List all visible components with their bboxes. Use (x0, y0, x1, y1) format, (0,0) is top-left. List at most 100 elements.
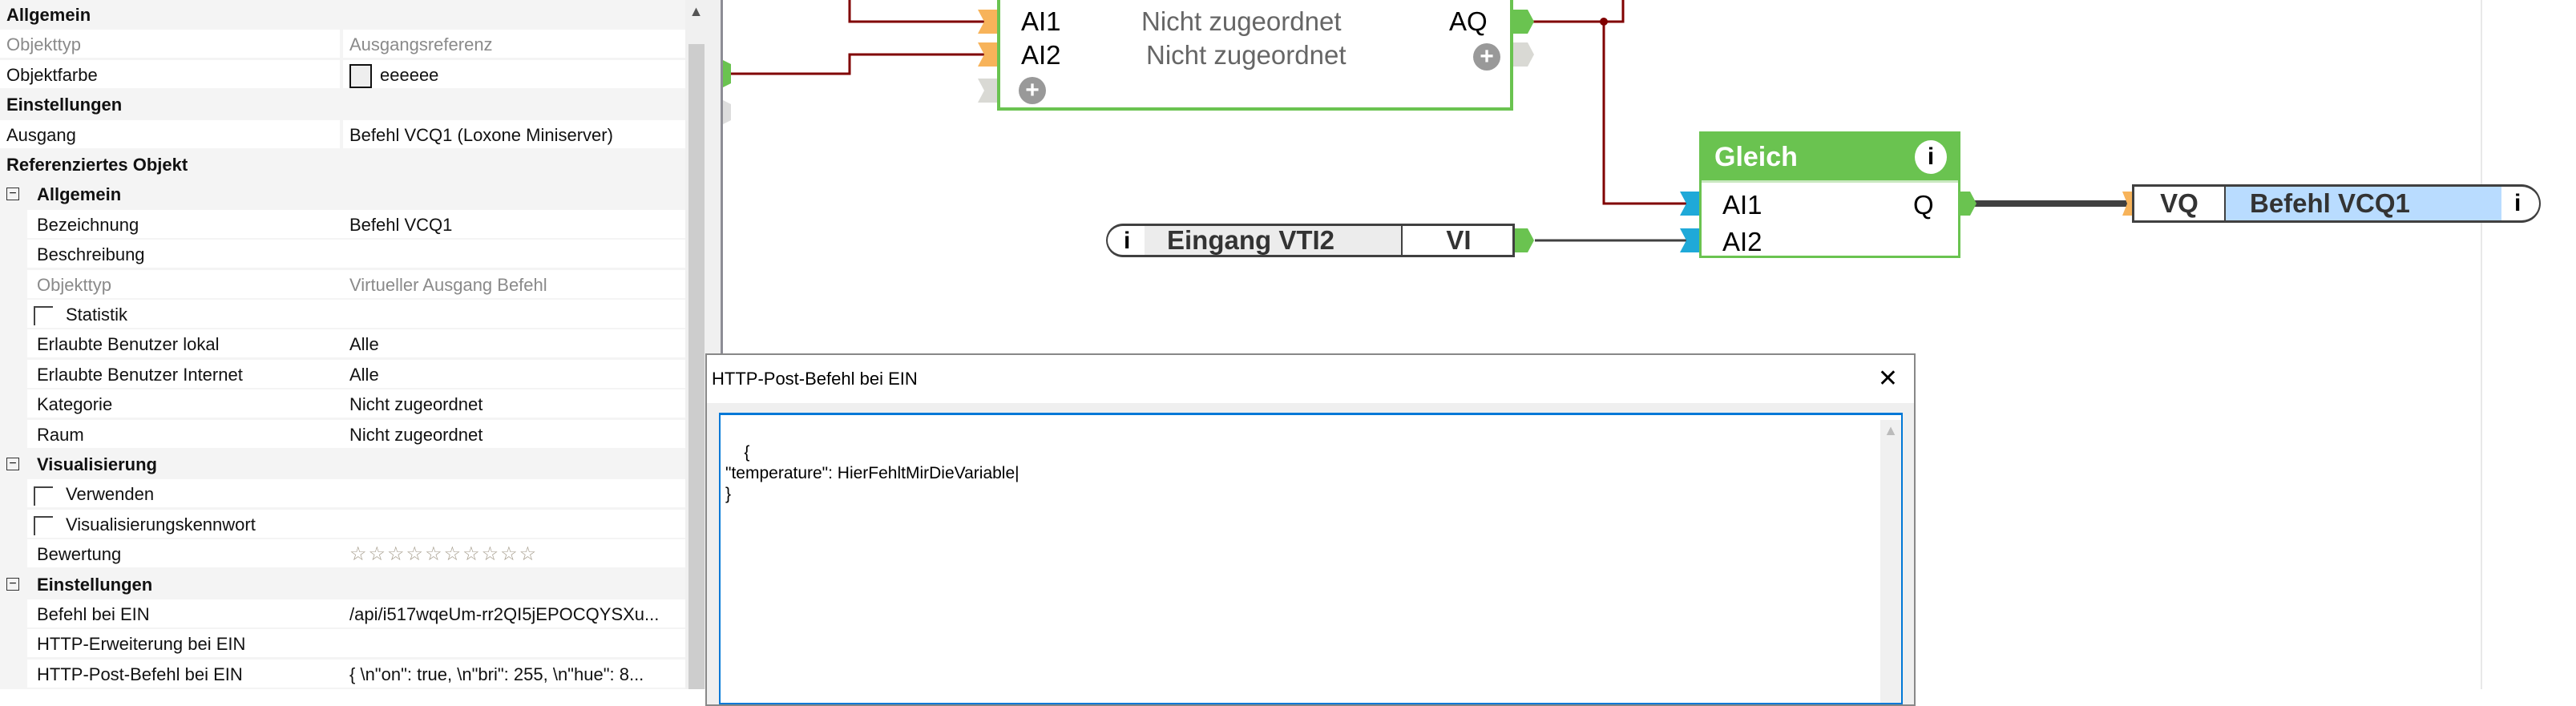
checkbox[interactable] (34, 515, 53, 535)
property-value-cell[interactable] (343, 479, 685, 508)
property-row-erlaubte-benutzer-internet[interactable]: Erlaubte Benutzer Internet Alle (0, 359, 685, 389)
property-value: Befehl VCQ1 (349, 214, 453, 235)
property-group-einstellungen[interactable]: Einstellungen− (0, 569, 685, 599)
gleich-input-port-ai1[interactable] (1680, 192, 1699, 216)
collapse-icon[interactable]: − (6, 577, 19, 591)
output-input-port-vq[interactable] (2122, 192, 2134, 216)
property-label: Statistik (66, 305, 128, 325)
property-value: { \n"on": true, \n"bri": 255, \n"hue": 8… (349, 664, 644, 684)
property-label: Erlaubte Benutzer Internet (27, 359, 343, 388)
property-value-cell[interactable]: Virtueller Ausgang Befehl (343, 269, 685, 298)
gleich-input-port-ai2[interactable] (1680, 228, 1699, 252)
property-row-http-post-befehl-bei-ein[interactable]: HTTP-Post-Befehl bei EIN{ \n"on": true, … (0, 659, 685, 689)
wire-ai2[interactable] (729, 53, 986, 75)
output-port-aq[interactable] (1513, 10, 1534, 34)
gleich-output-q: Q (1913, 190, 1934, 220)
property-value-cell[interactable] (343, 240, 685, 268)
property-row-bewertung[interactable]: Bewertung☆☆☆☆☆☆☆☆☆☆ (0, 539, 685, 569)
collapse-icon[interactable]: − (6, 458, 19, 470)
scrollbar-thumb[interactable] (688, 44, 705, 689)
property-label: Beschreibung (27, 240, 343, 268)
property-label: HTTP-Erweiterung bei EIN (27, 629, 343, 658)
property-value-cell[interactable]: ☆☆☆☆☆☆☆☆☆☆ (343, 539, 685, 568)
top-block-input-ai1-desc: Nicht zugeordnet (1141, 6, 1342, 36)
virtual-output-block[interactable]: VQ Befehl VCQ1 i (2132, 184, 2541, 223)
add-input-icon[interactable]: + (1019, 77, 1046, 104)
info-icon[interactable]: i (1915, 140, 1947, 174)
checkbox[interactable] (34, 306, 53, 326)
top-function-block[interactable]: AI1 Nicht zugeordnet AQ AI2 Nicht zugeor… (997, 0, 1513, 111)
info-icon[interactable]: i (2514, 190, 2521, 216)
property-value-cell[interactable]: Nicht zugeordnet (343, 419, 685, 448)
property-group-visualisierung[interactable]: Visualisierung− (0, 450, 685, 479)
input-port-ai2[interactable] (978, 42, 997, 67)
section-label: Referenziertes Objekt (6, 155, 188, 175)
property-row-http-erweiterung-bei-ein[interactable]: HTTP-Erweiterung bei EIN (0, 629, 685, 659)
gleich-output-port-q[interactable] (1959, 192, 1976, 216)
wire-aq-to-gleich[interactable] (1602, 22, 1691, 205)
property-value-cell[interactable]: Nicht zugeordnet (343, 389, 685, 418)
gleich-header: Gleich i (1702, 134, 1958, 183)
property-label: Befehl bei EIN (27, 599, 343, 627)
property-value-cell[interactable]: { \n"on": true, \n"bri": 255, \n"hue": 8… (343, 659, 685, 688)
top-block-input-ai2: AI2 (1021, 40, 1061, 70)
input-port-ai1[interactable] (978, 10, 997, 34)
property-section-referenziertes-objekt[interactable]: Referenziertes Objekt (0, 150, 685, 180)
close-icon[interactable]: ✕ (1877, 365, 1898, 392)
property-label: Visualisierungskennwort (66, 514, 256, 535)
wire-ai1[interactable] (848, 0, 986, 23)
property-value-cell[interactable] (343, 300, 685, 328)
property-row-befehl-bei-ein[interactable]: Befehl bei EIN/api/i517wqeUm-rr2QI5jEPOC… (0, 599, 685, 629)
property-section-einstellungen[interactable]: Einstellungen (0, 90, 685, 120)
property-value-cell[interactable]: Ausgangsreferenz (343, 30, 685, 58)
properties-scrollbar[interactable]: ▲ (685, 0, 707, 689)
scroll-up-icon[interactable]: ▲ (688, 3, 704, 19)
property-value: Virtueller Ausgang Befehl (349, 274, 547, 295)
checkbox[interactable] (34, 486, 53, 506)
wires (723, 0, 2482, 689)
info-icon[interactable]: i (1124, 228, 1131, 254)
property-label: Bewertung (27, 539, 343, 568)
property-value-cell[interactable]: /api/i517wqeUm-rr2QI5jEPOCQYSXu... (343, 599, 685, 627)
input-port-add[interactable] (978, 79, 997, 103)
input-port-label: VI (1401, 226, 1512, 255)
property-value-cell[interactable]: Befehl VCQ1 (Loxone Miniserver) (343, 119, 685, 148)
property-value-cell[interactable]: Alle (343, 359, 685, 388)
property-value-cell[interactable] (343, 509, 685, 538)
property-value-cell[interactable]: eeeeee (343, 59, 685, 88)
post-body-textarea[interactable]: { "temperature": HierFehltMirDieVariable… (719, 413, 1903, 704)
property-value-cell[interactable] (343, 629, 685, 658)
property-value: Alle (349, 364, 379, 385)
add-output-icon[interactable]: + (1473, 43, 1500, 71)
property-label-cell: Verwenden (27, 479, 343, 508)
post-body-text: { "temperature": HierFehltMirDieVariable… (725, 443, 1019, 503)
property-group-allgemein[interactable]: Allgemein− (0, 180, 685, 210)
color-swatch[interactable] (349, 63, 372, 88)
output-port-add[interactable] (1513, 42, 1534, 67)
property-row-statistik[interactable]: Statistik (0, 300, 685, 329)
input-output-port-vi[interactable] (1515, 228, 1534, 252)
property-row-visualisierungskennwort[interactable]: Visualisierungskennwort (0, 509, 685, 539)
scroll-up-icon[interactable]: ▲ (1884, 422, 1898, 438)
section-label: Einstellungen (6, 95, 123, 115)
property-value-cell[interactable]: Alle (343, 329, 685, 358)
property-row-beschreibung[interactable]: Beschreibung (0, 240, 685, 269)
property-value-cell[interactable]: Befehl VCQ1 (343, 209, 685, 238)
textarea-scrollbar[interactable]: ▲ (1880, 420, 1901, 703)
wire-aq[interactable] (1531, 0, 1625, 23)
virtual-input-block[interactable]: i Eingang VTI2 VI (1106, 224, 1515, 257)
collapse-icon[interactable]: − (6, 188, 19, 201)
property-label: Objekttyp (0, 30, 340, 58)
gleich-block[interactable]: Gleich i AI1 Q AI2 (1699, 131, 1960, 258)
property-section-allgemein[interactable]: Allgemein (0, 0, 685, 30)
property-row-verwenden[interactable]: Verwenden (0, 479, 685, 509)
